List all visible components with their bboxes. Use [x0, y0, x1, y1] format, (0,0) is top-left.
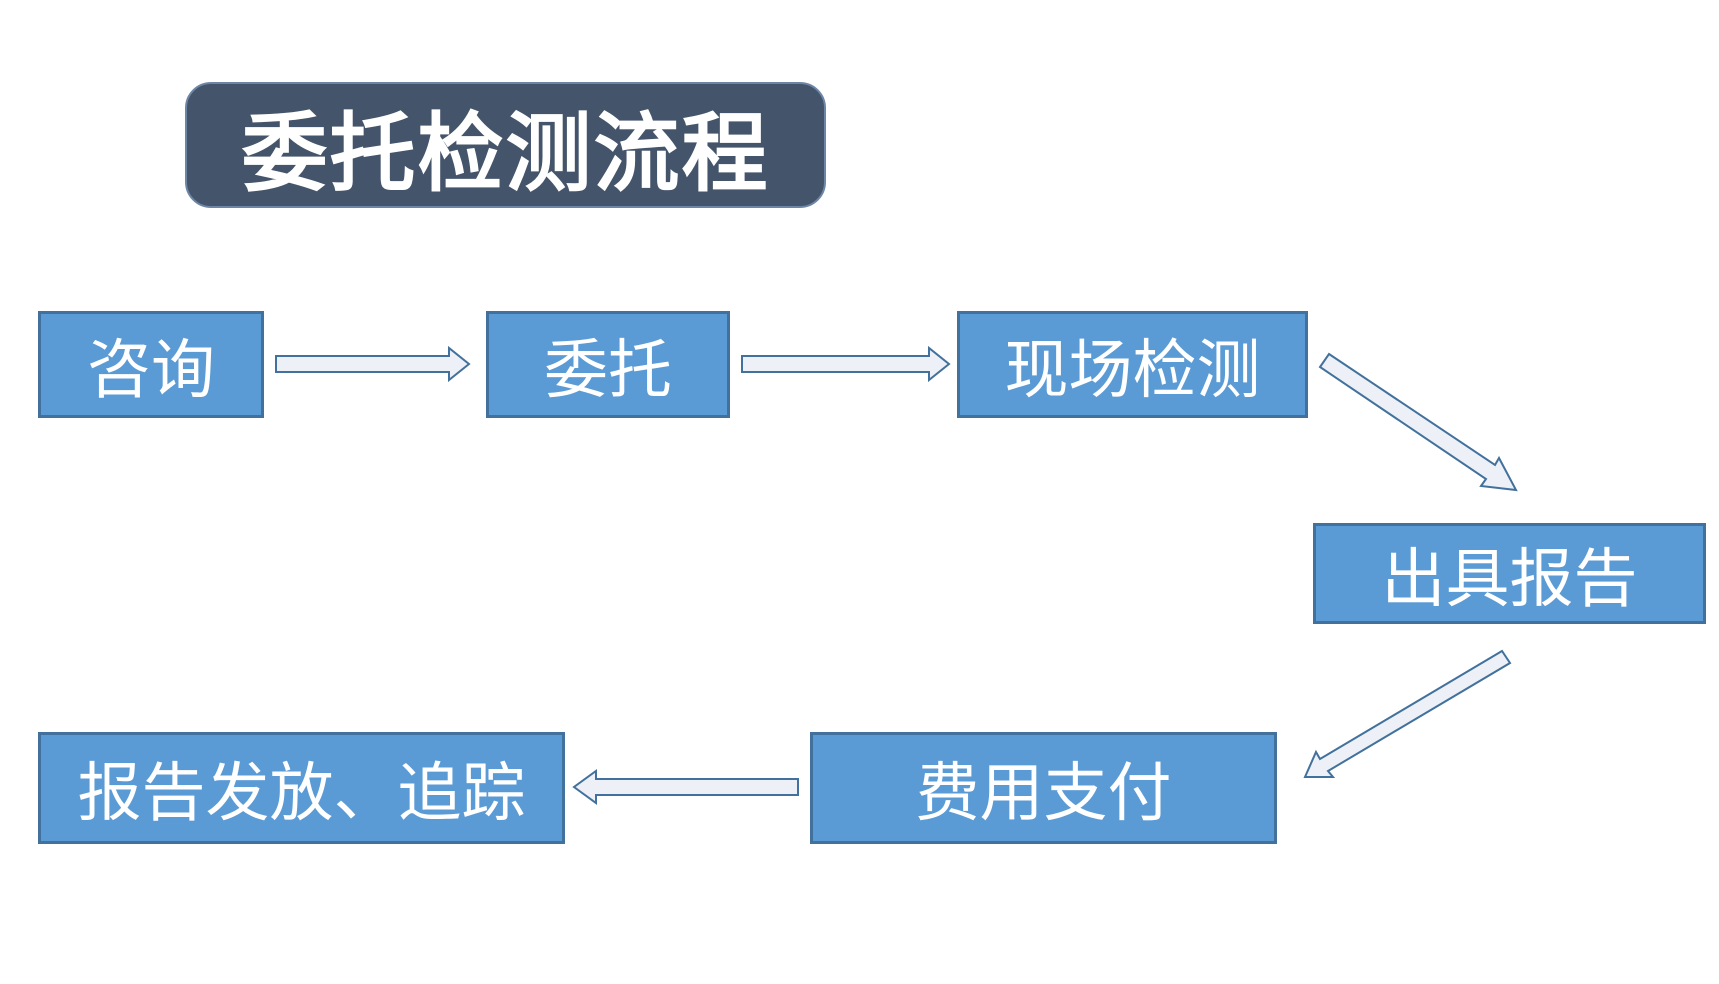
- arrow-onsite-to-report: [1318, 352, 1518, 492]
- step-consult: 咨询: [38, 311, 264, 418]
- step-issue-report: 出具报告: [1313, 523, 1706, 624]
- arrow-report-to-payment-shape: [1303, 649, 1512, 778]
- step-onsite-inspection: 现场检测: [957, 311, 1308, 418]
- arrow-consult-to-commission: [275, 345, 471, 383]
- diagram-title: 委托检测流程: [185, 82, 826, 208]
- step-commission: 委托: [486, 311, 730, 418]
- step-report-delivery-tracking: 报告发放、追踪: [38, 732, 565, 844]
- arrow-payment-to-delivery: [572, 769, 799, 805]
- step-fee-payment: 费用支付: [810, 732, 1277, 844]
- arrow-commission-to-onsite: [741, 345, 951, 383]
